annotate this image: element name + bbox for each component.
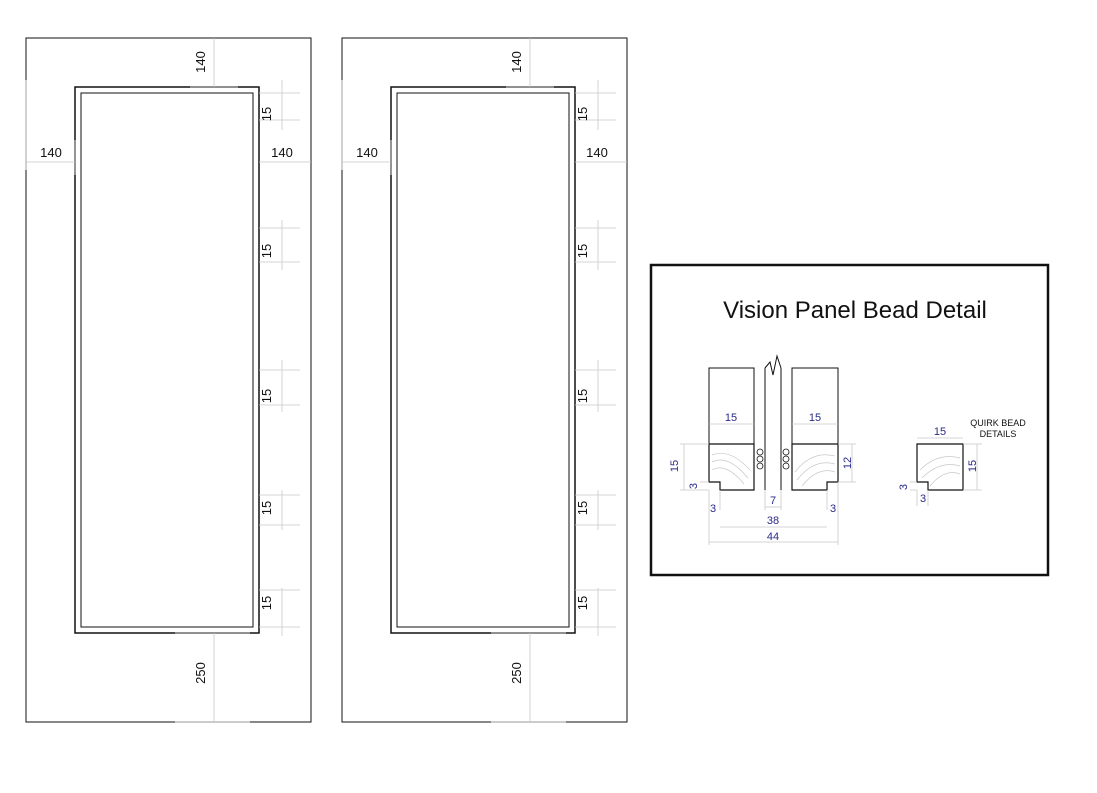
dim-bead-mark: 15 [575, 501, 590, 515]
dim-bead-mark: 15 [575, 107, 590, 121]
glazing-seal [756, 448, 790, 470]
dimension-lines [25, 38, 311, 723]
dim-bead-mark: 15 [259, 501, 274, 515]
door-right: 140 140 140 250 15 15 15 15 15 [341, 37, 628, 723]
dim-left: 140 [40, 145, 62, 160]
dim-bead-mark: 15 [575, 244, 590, 258]
dim-quirk-height: 15 [967, 460, 979, 472]
dim-bead-width-right: 15 [809, 412, 821, 424]
dim-bead-mark: 15 [259, 389, 274, 403]
dimension-lines [341, 38, 627, 723]
dim-quirk-width: 15 [934, 426, 946, 438]
bead-section-drawing: 15 15 15 12 3 3 7 3 38 44 [669, 354, 856, 545]
dim-left: 140 [356, 145, 378, 160]
dim-bottom: 250 [509, 662, 524, 684]
dim-bead-height-left: 15 [669, 460, 681, 472]
dim-bottom: 250 [193, 662, 208, 684]
dim-bead-mark: 15 [575, 596, 590, 610]
dim-quirk-v: 3 [898, 484, 910, 490]
detail-frame [649, 263, 1050, 577]
break-line [764, 354, 782, 376]
vision-panel-outer [74, 86, 260, 634]
dim-overall-width: 44 [767, 531, 779, 543]
dim-quirk-left-h: 3 [710, 503, 716, 515]
door-outline [341, 37, 628, 723]
dim-bead-width-left: 15 [725, 412, 737, 424]
dim-bead-mark: 15 [575, 389, 590, 403]
section-dimension-lines [680, 423, 856, 545]
dim-bead-mark: 15 [259, 244, 274, 258]
dim-inner-width: 38 [767, 515, 779, 527]
dim-right: 140 [271, 145, 293, 160]
dim-quirk-h: 3 [920, 493, 926, 505]
grain-hatch [711, 452, 836, 487]
dim-bead-mark: 15 [259, 596, 274, 610]
dim-quirk-right-h: 3 [830, 503, 836, 515]
dim-bead-height-right: 12 [842, 457, 854, 469]
dim-quirk-left-v: 3 [688, 483, 700, 489]
quirk-label-line2: DETAILS [980, 429, 1017, 439]
dim-bead-mark: 15 [259, 107, 274, 121]
quirk-bead-drawing: 15 15 3 3 QUIRK BEAD DETAILS [898, 418, 1026, 506]
dim-glass-gap: 7 [770, 495, 776, 507]
door-left: 140 140 140 250 15 15 15 15 15 [25, 37, 312, 723]
vision-panel-inner [80, 92, 254, 628]
detail-title: Vision Panel Bead Detail [723, 297, 987, 324]
dim-top: 140 [193, 51, 208, 73]
bead-detail-panel: Vision Panel Bead Detail [649, 263, 1050, 577]
dim-top: 140 [509, 51, 524, 73]
vision-panel-outer [390, 86, 576, 634]
quirk-label-line1: QUIRK BEAD [970, 418, 1026, 428]
vision-panel-inner [396, 92, 570, 628]
door-outline [25, 37, 312, 723]
dim-right: 140 [586, 145, 608, 160]
